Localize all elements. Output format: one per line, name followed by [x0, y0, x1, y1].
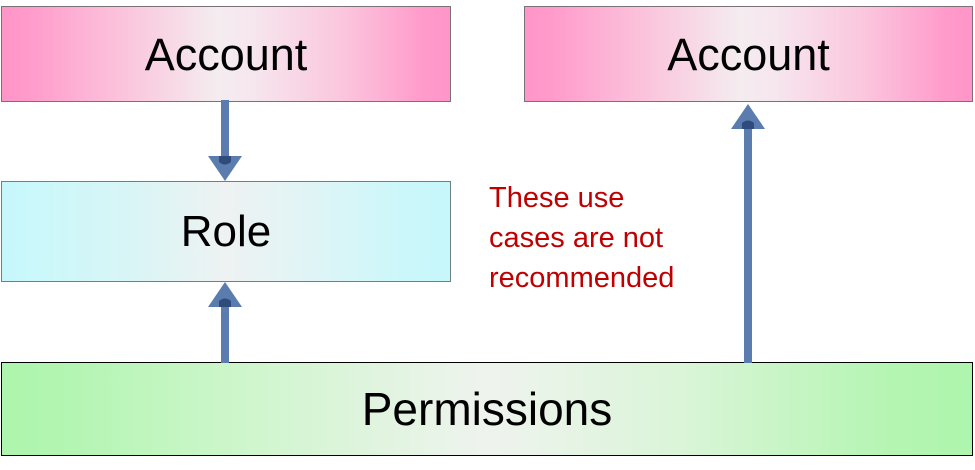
- arrow-permissions-to-role-up-icon: [208, 282, 242, 363]
- node-permissions[interactable]: Permissions: [1, 362, 973, 456]
- arrow-account-to-role-down-icon: [208, 100, 242, 181]
- node-role[interactable]: Role: [1, 181, 451, 282]
- node-permissions-label: Permissions: [361, 383, 613, 435]
- annotation-not-recommended: These use cases are not recommended: [489, 182, 675, 295]
- node-account-left[interactable]: Account: [1, 6, 451, 102]
- node-role-label: Role: [180, 206, 272, 256]
- node-account-right-label: Account: [667, 28, 830, 80]
- node-account-right[interactable]: Account: [524, 6, 973, 102]
- arrow-permissions-to-account-up-icon: [731, 104, 765, 363]
- node-account-left-label: Account: [144, 28, 308, 80]
